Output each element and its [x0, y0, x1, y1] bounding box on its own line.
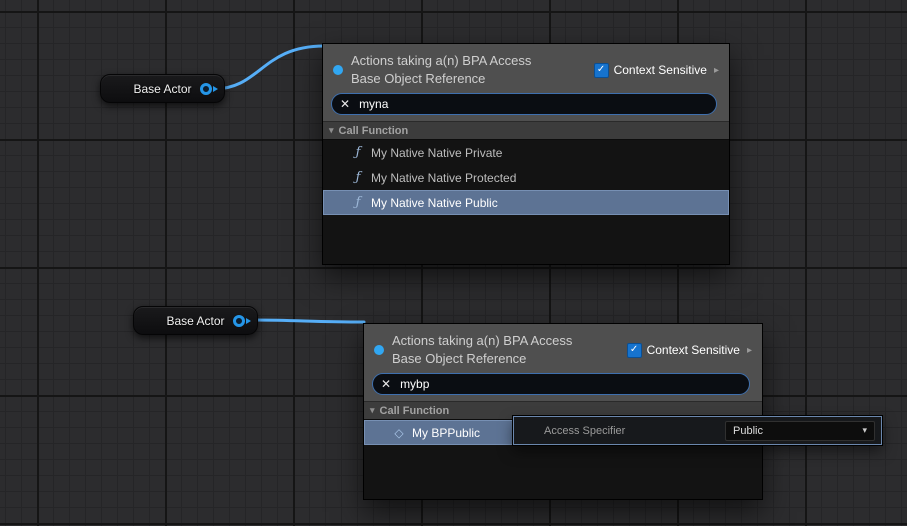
wire-top[interactable]	[212, 44, 326, 91]
context-sensitive: ✓ Context Sensitive ▸	[626, 342, 752, 358]
menu-title-line1: Actions taking a(n) BPA Access	[351, 53, 532, 68]
item-label: My Native Native Protected	[371, 170, 517, 185]
category-label: Call Function	[379, 404, 450, 417]
context-sensitive-checkbox[interactable]: ✓	[626, 342, 642, 358]
access-specifier-dropdown[interactable]: Public ▾	[725, 420, 875, 441]
context-sensitive-label: Context Sensitive	[613, 63, 707, 77]
list-item[interactable]: ƒ My Native Native Protected	[323, 165, 729, 190]
check-icon: ✓	[596, 64, 606, 75]
diamond-icon: ◇	[394, 425, 404, 440]
search-input[interactable]	[359, 97, 708, 111]
check-icon: ✓	[629, 344, 639, 355]
object-pin-icon[interactable]	[200, 82, 218, 95]
function-icon: ƒ	[355, 170, 361, 185]
menu-title-line1: Actions taking a(n) BPA Access	[392, 333, 573, 348]
menu-title: Actions taking a(n) BPA Access Base Obje…	[392, 332, 627, 368]
pin-wedge-icon	[246, 317, 251, 324]
actions-icon	[374, 345, 384, 355]
node-label: Base Actor	[133, 81, 192, 96]
item-label: My BPPublic	[412, 425, 481, 440]
node-base-actor-1[interactable]: Base Actor	[100, 74, 225, 103]
expand-arrow-icon[interactable]: ▸	[746, 344, 752, 356]
actions-icon	[333, 65, 343, 75]
menu-title: Actions taking a(n) BPA Access Base Obje…	[351, 52, 594, 88]
clear-search-icon[interactable]: ✕	[381, 377, 392, 391]
access-specifier-label: Access Specifier	[544, 424, 626, 437]
pin-circle-icon	[200, 82, 212, 95]
list-item[interactable]: ƒ My Native Native Private	[323, 140, 729, 165]
dropdown-value: Public	[733, 424, 763, 437]
expand-arrow-icon[interactable]: ▸	[713, 64, 719, 76]
context-menu-1: Actions taking a(n) BPA Access Base Obje…	[322, 43, 730, 265]
caret-down-icon: ▾	[329, 125, 334, 135]
pin-wedge-icon	[213, 85, 218, 92]
context-sensitive: ✓ Context Sensitive ▸	[593, 62, 719, 78]
context-menu-2: Actions taking a(n) BPA Access Base Obje…	[363, 323, 882, 500]
item-label: My Native Native Public	[371, 195, 498, 210]
item-detail-tooltip: Access Specifier Public ▾	[513, 416, 882, 445]
object-pin-icon[interactable]	[233, 314, 251, 327]
function-icon: ƒ	[355, 145, 361, 160]
wire-bottom[interactable]	[248, 318, 366, 324]
menu-header: Actions taking a(n) BPA Access Base Obje…	[323, 44, 729, 121]
category-call-function[interactable]: ▾ Call Function	[323, 121, 729, 140]
results-list: ƒ My Native Native Private ƒ My Native N…	[323, 140, 729, 215]
pin-circle-icon	[233, 314, 245, 327]
node-label: Base Actor	[166, 313, 225, 328]
item-label: My Native Native Private	[371, 145, 503, 160]
search-field[interactable]: ✕	[331, 93, 717, 115]
context-sensitive-label: Context Sensitive	[646, 343, 740, 357]
list-item-selected[interactable]: ƒ My Native Native Public	[323, 190, 729, 215]
search-field[interactable]: ✕	[372, 373, 750, 395]
category-label: Call Function	[338, 124, 409, 137]
menu-header: Actions taking a(n) BPA Access Base Obje…	[364, 324, 762, 401]
chevron-down-icon: ▾	[862, 425, 867, 435]
clear-search-icon[interactable]: ✕	[340, 97, 351, 111]
caret-down-icon: ▾	[370, 405, 375, 415]
context-sensitive-checkbox[interactable]: ✓	[593, 62, 609, 78]
node-base-actor-2[interactable]: Base Actor	[133, 306, 258, 335]
menu-title-line2: Base Object Reference	[392, 351, 527, 366]
menu-title-line2: Base Object Reference	[351, 71, 486, 86]
search-input[interactable]	[400, 377, 741, 391]
function-icon: ƒ	[355, 195, 361, 210]
